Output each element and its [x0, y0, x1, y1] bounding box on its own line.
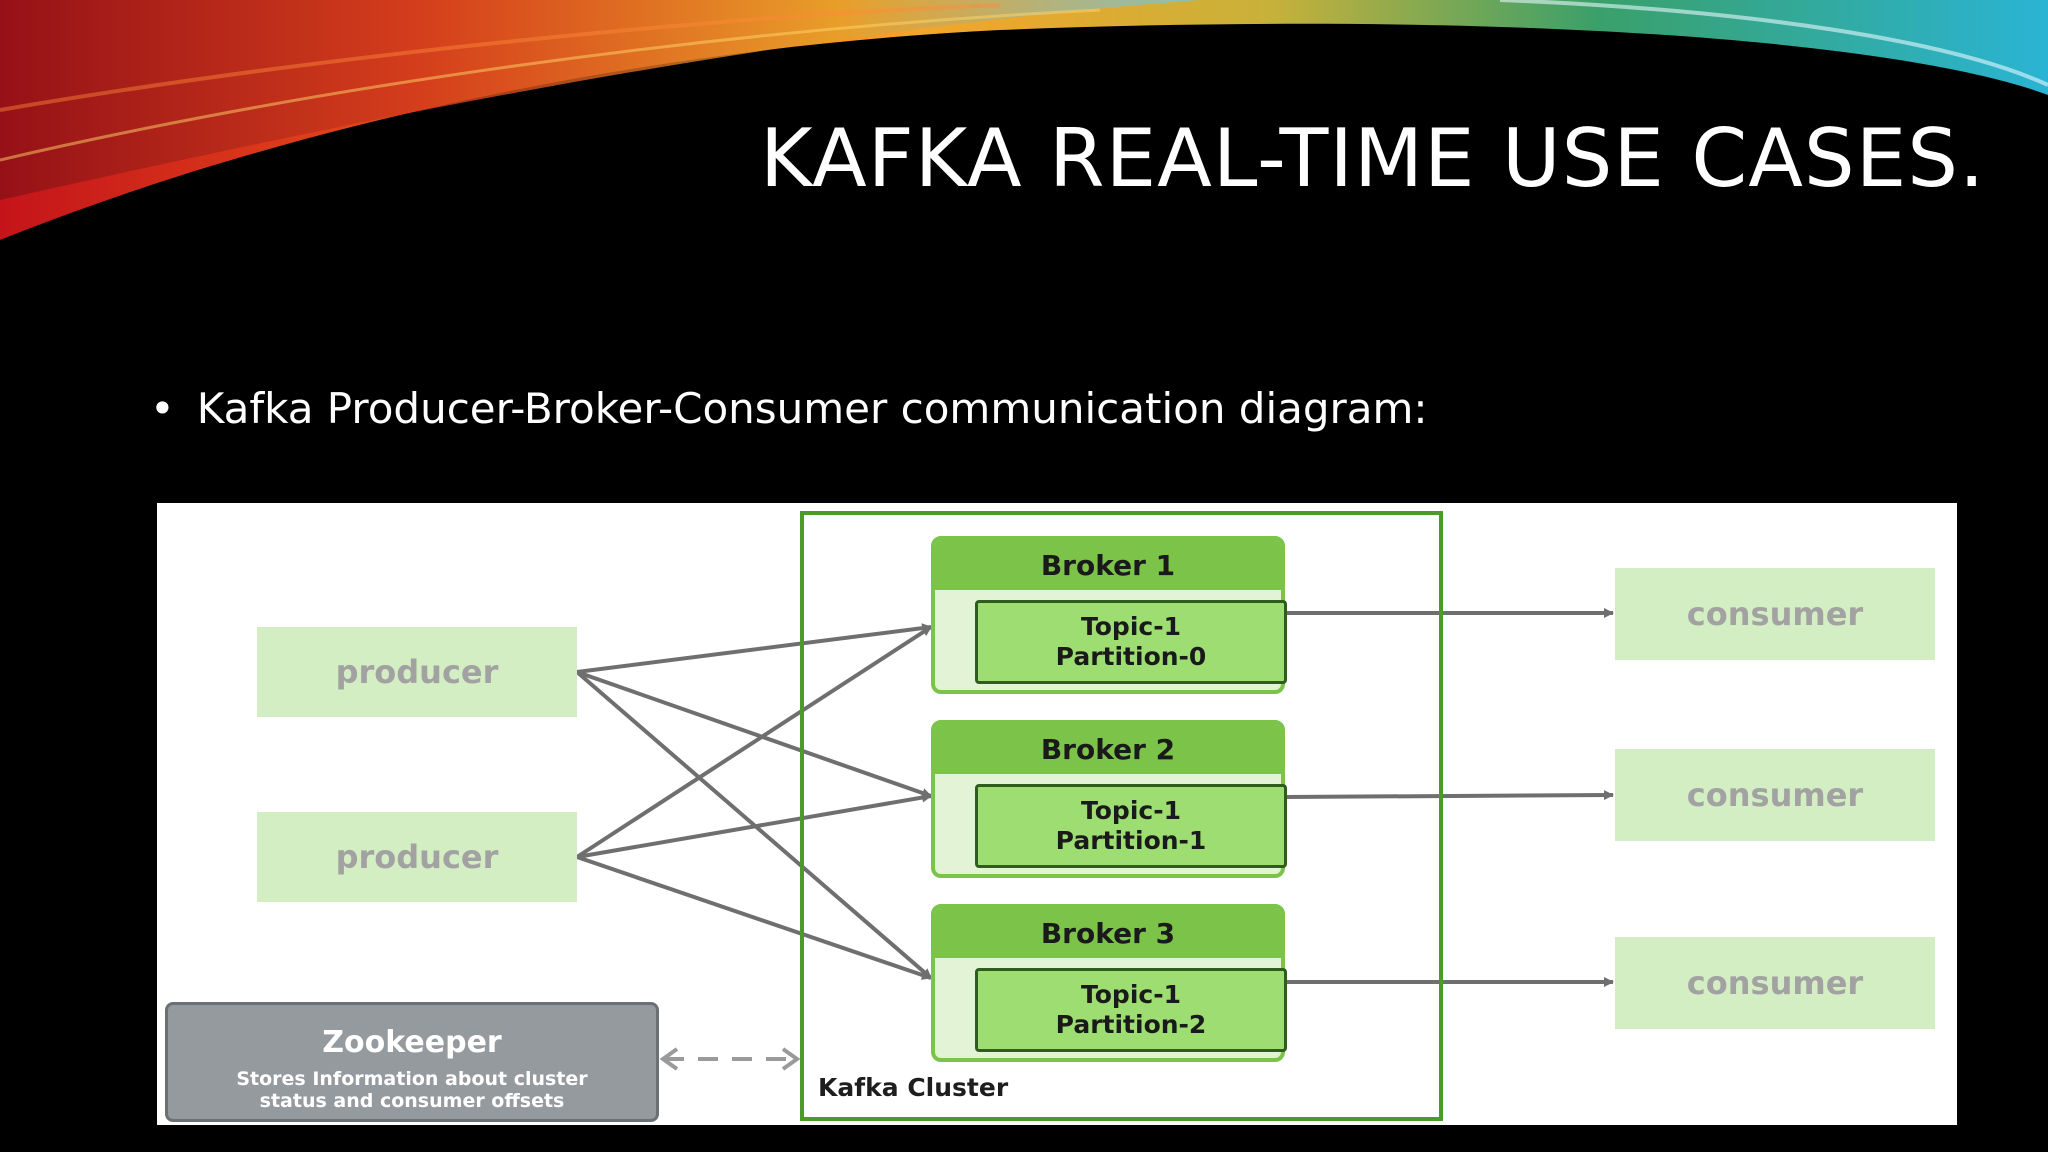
- zookeeper-title: Zookeeper: [322, 1025, 502, 1060]
- zookeeper-box: Zookeeper Stores Information about clust…: [165, 1002, 659, 1122]
- broker-title: Broker 2: [935, 724, 1281, 774]
- consumer-box: consumer: [1615, 749, 1935, 841]
- consumer-box: consumer: [1615, 568, 1935, 660]
- zookeeper-arrow-left-icon: [659, 1047, 679, 1071]
- topic-partition-box: Topic-1 Partition-0: [975, 600, 1287, 684]
- decorative-swoosh: [0, 0, 2048, 240]
- zookeeper-description-line2: status and consumer offsets: [259, 1090, 565, 1112]
- broker-title: Broker 3: [935, 908, 1281, 958]
- partition-label: Partition-1: [1055, 826, 1207, 855]
- kafka-communication-diagram: Kafka Cluster producer producer Broker 1…: [157, 503, 1957, 1125]
- consumer-box: consumer: [1615, 937, 1935, 1029]
- broker-card: Broker 2 Topic-1 Partition-1: [931, 720, 1287, 878]
- arrow-producer1-broker1: [576, 623, 932, 674]
- arrow-producer2-broker3: [576, 855, 932, 980]
- zookeeper-description-line1: Stores Information about cluster: [236, 1068, 588, 1090]
- topic-label: Topic-1: [1081, 796, 1181, 825]
- bullet-text: Kafka Producer-Broker-Consumer communica…: [196, 384, 1428, 433]
- topic-label: Topic-1: [1081, 612, 1181, 641]
- producer-box: producer: [257, 812, 577, 902]
- bullet-point: • Kafka Producer-Broker-Consumer communic…: [150, 384, 1428, 433]
- producer-box: producer: [257, 627, 577, 717]
- arrow-producer2-broker2: [576, 792, 932, 859]
- bullet-dot-icon: •: [150, 384, 175, 433]
- partition-label: Partition-0: [1055, 642, 1207, 671]
- zookeeper-arrow-right-icon: [781, 1047, 801, 1071]
- broker-card: Broker 1 Topic-1 Partition-0: [931, 536, 1287, 694]
- arrow-broker2-consumer2: [1284, 790, 1614, 801]
- connector-layer: [575, 608, 1614, 1071]
- topic-label: Topic-1: [1081, 980, 1181, 1009]
- arrow-producer2-broker1: [575, 625, 933, 859]
- slide-title: KAFKA REAL-TIME USE CASES.: [760, 112, 1986, 205]
- partition-label: Partition-2: [1055, 1010, 1207, 1039]
- kafka-cluster-label: Kafka Cluster: [818, 1073, 1009, 1102]
- arrow-producer1-broker2: [576, 670, 932, 798]
- kafka-cluster: [800, 511, 1443, 1121]
- broker-title: Broker 1: [935, 540, 1281, 590]
- topic-partition-box: Topic-1 Partition-2: [975, 968, 1287, 1052]
- topic-partition-box: Topic-1 Partition-1: [975, 784, 1287, 868]
- broker-card: Broker 3 Topic-1 Partition-2: [931, 904, 1287, 1062]
